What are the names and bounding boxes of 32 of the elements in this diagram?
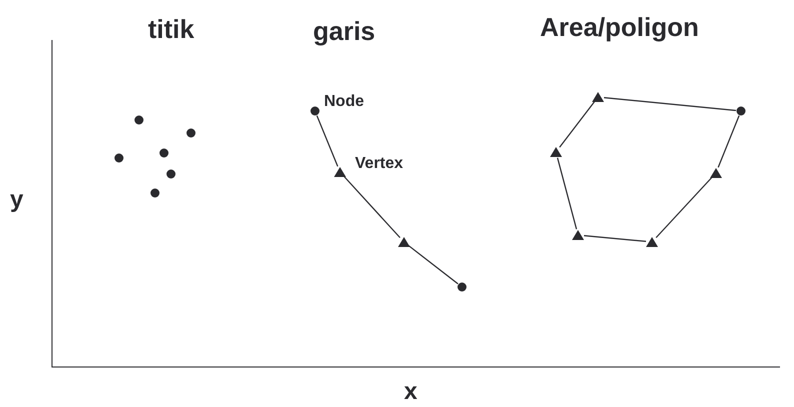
vertex-triangle xyxy=(710,167,722,179)
point-dot xyxy=(113,152,125,164)
callout-label: Vertex xyxy=(355,156,404,172)
connecting-line xyxy=(604,97,736,112)
vertex-triangle xyxy=(646,236,658,248)
vertex-triangle xyxy=(550,146,562,158)
panel-heading: titik xyxy=(148,16,194,42)
connecting-line xyxy=(718,115,740,168)
connecting-line xyxy=(656,177,712,238)
connecting-line xyxy=(556,158,578,230)
point-dot xyxy=(158,147,170,159)
callout-label: Node xyxy=(324,94,364,110)
vertex-triangle xyxy=(398,236,410,248)
point-dot xyxy=(133,114,145,126)
axis-label: y xyxy=(10,188,24,212)
connecting-line xyxy=(584,235,646,242)
point-dot xyxy=(185,127,197,139)
connecting-line xyxy=(316,115,338,167)
point-dot xyxy=(735,105,747,117)
point-dot xyxy=(309,105,321,117)
point-dot xyxy=(149,187,161,199)
axis-label: x xyxy=(404,380,418,404)
vertex-triangle xyxy=(572,229,584,241)
vertex-triangle xyxy=(592,91,604,103)
connecting-line xyxy=(559,101,595,148)
vertex-triangle xyxy=(334,166,346,178)
point-dot xyxy=(165,168,177,180)
connecting-line xyxy=(408,245,458,284)
connecting-line xyxy=(344,176,400,238)
panel-heading: garis xyxy=(313,18,376,44)
point-dot xyxy=(456,281,468,293)
panel-heading: Area/poligon xyxy=(540,14,699,40)
